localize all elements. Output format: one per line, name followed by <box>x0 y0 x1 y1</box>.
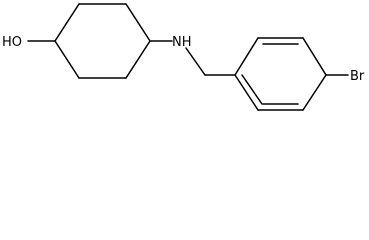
bond-c6-c1 <box>54 40 80 79</box>
amine-linkage <box>149 40 236 76</box>
bond-c3-c4 <box>125 3 151 42</box>
double-bond-left <box>241 74 263 105</box>
bond-ar4-ar5 <box>302 74 327 111</box>
cyclohexane-ring <box>27 3 151 79</box>
bond-c1-c2 <box>54 3 80 42</box>
bromine-label: Br <box>350 69 365 84</box>
bond-ar1-ar2 <box>234 37 259 76</box>
bond-c4-c5 <box>125 40 151 79</box>
bond-ar3-ar4 <box>302 37 327 76</box>
benzene-ring <box>234 37 327 111</box>
bond-n-ch2 <box>185 47 206 76</box>
chemical-structure: HO NH Br <box>2 3 365 111</box>
amine-label: NH <box>172 35 192 50</box>
hydroxyl-label: HO <box>2 35 22 50</box>
bond-ar6-ar1 <box>234 74 259 111</box>
